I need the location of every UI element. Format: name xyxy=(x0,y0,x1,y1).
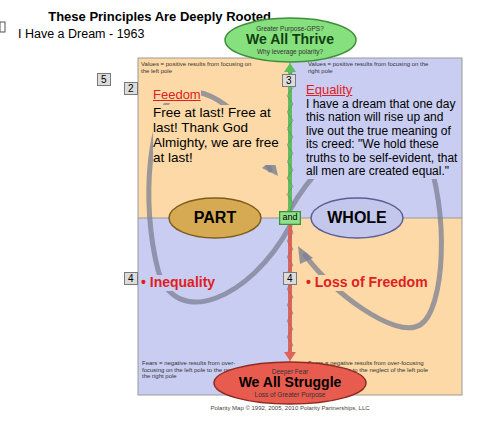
node-outline xyxy=(225,18,356,62)
quadrant-text: Equality xyxy=(306,83,352,98)
node-outline xyxy=(280,212,301,225)
node-label: Greater Purpose-GPS? xyxy=(256,25,324,32)
node-label: and xyxy=(282,213,297,223)
deeper-fear-ellipse: Deeper FearWe All StruggleLoss of Greate… xyxy=(213,361,367,405)
connector-line xyxy=(288,225,292,353)
braid-twist xyxy=(287,225,293,353)
node-outline xyxy=(214,362,366,404)
node-label: Loss of Greater Purpose xyxy=(255,391,326,398)
node-label: We All Struggle xyxy=(239,375,342,390)
and-box: and xyxy=(279,211,301,225)
values-note: Values = positive results from focusing … xyxy=(308,61,438,74)
quadrant-text: • Inequality xyxy=(141,275,215,291)
value-quadrant: Values = positive results from focusing … xyxy=(290,58,462,218)
node-outline xyxy=(169,198,261,238)
values-note: Values = positive results from focusing … xyxy=(141,61,253,74)
node-outline xyxy=(311,198,403,238)
callout-number: 2 xyxy=(124,82,138,95)
arrowhead xyxy=(284,63,296,72)
callout-number: 4 xyxy=(124,272,138,285)
connector-line xyxy=(288,71,292,211)
grid-border xyxy=(138,58,462,395)
quadrant-text: • Loss of Freedom xyxy=(306,275,428,291)
greater-purpose-ellipse: Greater Purpose-GPS?We All ThriveWhy lev… xyxy=(224,17,357,63)
loop-arrow xyxy=(149,91,290,302)
node-label: Why leverage polarity? xyxy=(257,48,323,55)
node-label: Deeper Fear xyxy=(272,368,309,375)
diagram-caption: Polarity Map © 1992, 2005, 2010 Polarity… xyxy=(190,405,390,411)
braid-twist xyxy=(287,71,293,211)
node-label: We All Thrive xyxy=(246,32,334,47)
callout-number: 5 xyxy=(97,73,111,86)
callout-number: 4 xyxy=(283,272,297,285)
callout-number: 3 xyxy=(282,74,296,87)
arrowhead xyxy=(284,352,296,361)
corner-box xyxy=(0,22,5,32)
quadrant-fill xyxy=(138,58,290,218)
node-label: WHOLE xyxy=(327,209,387,227)
quadrant-text: Feedom xyxy=(153,88,201,103)
loop-arrowhead xyxy=(298,246,313,264)
quadrant-text: I have a dream that one day this nation … xyxy=(306,98,458,179)
connector-arrow xyxy=(284,225,296,361)
pole-ellipse: PART xyxy=(168,197,262,239)
quadrant-text: Free at last! Free at last! Thank God Al… xyxy=(153,105,287,165)
section-heading: I Have a Dream - 1963 xyxy=(18,27,144,41)
pole-ellipse: WHOLE xyxy=(310,197,404,239)
value-quadrant: Values = positive results from focusing … xyxy=(138,58,290,218)
node-label: PART xyxy=(194,209,236,227)
